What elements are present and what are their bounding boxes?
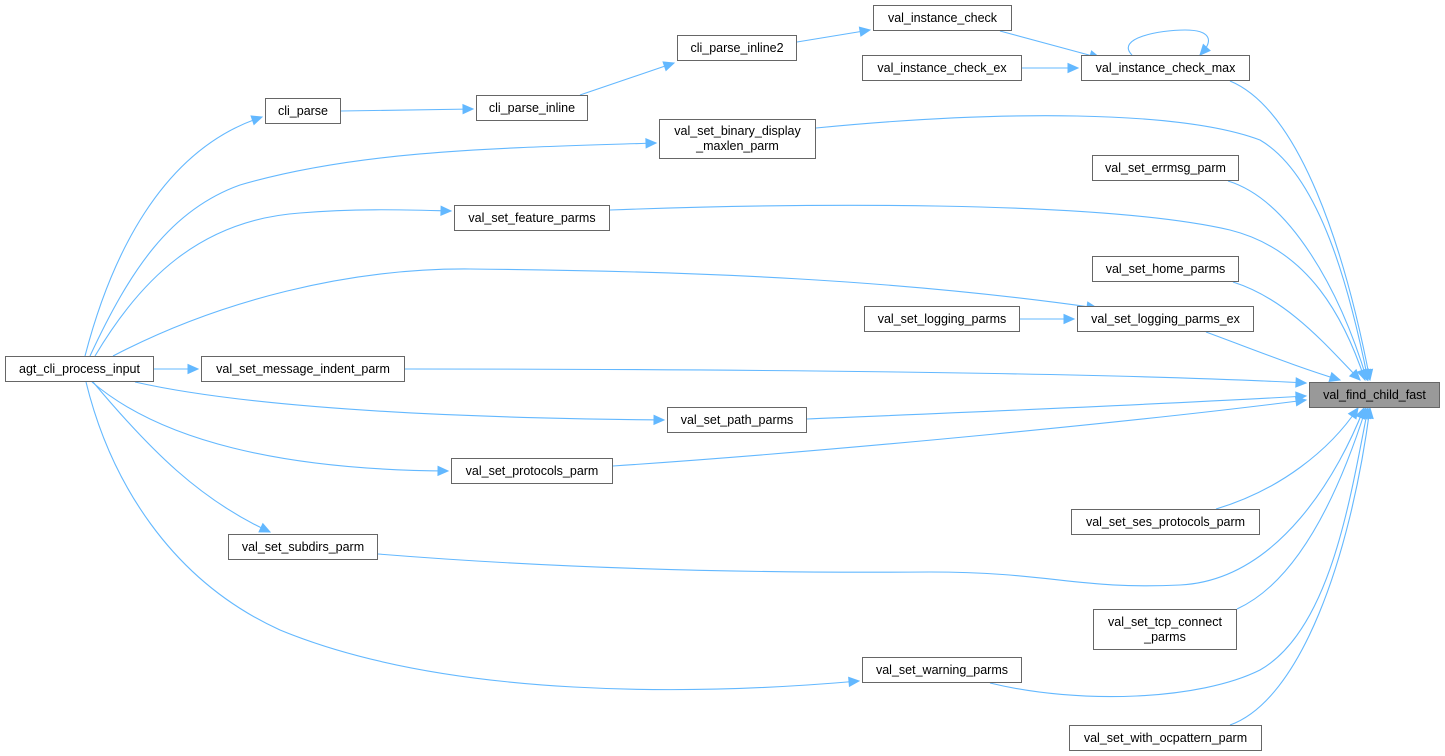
arrowhead-icon — [1347, 406, 1359, 420]
node-cli-parse[interactable]: cli_parse — [265, 98, 341, 124]
arrowhead-icon — [1348, 368, 1361, 381]
edge-val-set-home-parms-to-val-find-child-fast — [1232, 281, 1361, 381]
arrowhead-icon — [645, 138, 658, 149]
arrowhead-icon — [462, 103, 475, 115]
edge-val-set-feature-parms-to-val-find-child-fast — [609, 204, 1366, 381]
edge-cli-parse-inline2-to-val-instance-check — [796, 29, 871, 43]
edge-agt-cli-process-input-to-val-set-subdirs-parm — [92, 381, 271, 533]
arrowhead-icon — [187, 363, 200, 375]
node-val-instance-check-max[interactable]: val_instance_check_max — [1081, 55, 1250, 81]
edge-val-set-warning-parms-to-val-find-child-fast — [989, 407, 1369, 698]
node-val-find-child-fast[interactable]: val_find_child_fast — [1309, 382, 1440, 408]
node-cli-parse-inline[interactable]: cli_parse_inline — [476, 95, 588, 121]
arrowhead-icon — [662, 61, 676, 72]
edge-cli-parse-to-cli-parse-inline — [340, 108, 474, 112]
arrowhead-icon — [1295, 377, 1308, 388]
arrowhead-icon — [848, 676, 861, 688]
edge-val-set-subdirs-parm-to-val-find-child-fast — [377, 407, 1365, 587]
edge-val-set-path-parms-to-val-find-child-fast — [806, 395, 1307, 420]
arrowhead-icon — [653, 414, 666, 426]
edge-agt-cli-process-input-to-val-set-path-parms — [134, 381, 665, 421]
node-val-instance-check-ex[interactable]: val_instance_check_ex — [862, 55, 1022, 81]
edge-val-instance-check-to-val-instance-check-max — [999, 30, 1101, 59]
edge-val-set-logging-parms-ex-to-val-find-child-fast — [1205, 331, 1341, 381]
edge-agt-cli-process-input-to-val-set-binary-display-maxlen-parm — [89, 142, 657, 357]
node-cli-parse-inline2[interactable]: cli_parse_inline2 — [677, 35, 797, 61]
node-val-set-with-ocpattern-parm[interactable]: val_set_with_ocpattern_parm — [1069, 725, 1262, 751]
node-val-set-path-parms[interactable]: val_set_path_parms — [667, 407, 807, 433]
edge-val-instance-check-max-to-val-find-child-fast — [1229, 80, 1371, 381]
arrowhead-icon — [1363, 406, 1374, 420]
edge-val-set-message-indent-parm-to-val-find-child-fast — [404, 368, 1307, 384]
node-val-set-message-indent-parm[interactable]: val_set_message_indent_parm — [201, 356, 405, 382]
edge-val-set-tcp-connect-parms-to-val-find-child-fast — [1236, 407, 1367, 610]
edge-val-set-binary-display-maxlen-parm-to-val-find-child-fast — [815, 115, 1369, 381]
arrowhead-icon — [1328, 371, 1342, 382]
node-val-set-tcp-connect-parms[interactable]: val_set_tcp_connect _parms — [1093, 609, 1237, 650]
node-val-set-subdirs-parm[interactable]: val_set_subdirs_parm — [228, 534, 378, 560]
edge-val-instance-check-max-to-val-instance-check-max — [1128, 29, 1209, 56]
arrowhead-icon — [1294, 396, 1308, 407]
arrowhead-icon — [437, 465, 450, 477]
node-val-set-warning-parms[interactable]: val_set_warning_parms — [862, 657, 1022, 683]
arrowhead-icon — [1356, 368, 1367, 382]
edge-val-set-errmsg-parm-to-val-find-child-fast — [1227, 180, 1368, 381]
edge-val-set-with-ocpattern-parm-to-val-find-child-fast — [1229, 407, 1371, 726]
edge-val-set-ses-protocols-parm-to-val-find-child-fast — [1215, 407, 1359, 510]
node-val-set-logging-parms[interactable]: val_set_logging_parms — [864, 306, 1020, 332]
node-val-set-feature-parms[interactable]: val_set_feature_parms — [454, 205, 610, 231]
node-val-set-protocols-parm[interactable]: val_set_protocols_parm — [451, 458, 613, 484]
edge-agt-cli-process-input-to-cli-parse — [84, 116, 263, 357]
edge-cli-parse-inline-to-cli-parse-inline2 — [579, 62, 675, 96]
node-val-set-ses-protocols-parm[interactable]: val_set_ses_protocols_parm — [1071, 509, 1260, 535]
node-val-set-logging-parms-ex[interactable]: val_set_logging_parms_ex — [1077, 306, 1254, 332]
node-val-set-binary-display-maxlen-parm[interactable]: val_set_binary_display _maxlen_parm — [659, 119, 816, 159]
node-val-set-errmsg-parm[interactable]: val_set_errmsg_parm — [1092, 155, 1239, 181]
node-val-set-home-parms[interactable]: val_set_home_parms — [1092, 256, 1239, 282]
arrowhead-icon — [1067, 62, 1080, 74]
arrowhead-icon — [1063, 313, 1076, 325]
arrowhead-icon — [440, 205, 453, 217]
edge-val-set-protocols-parm-to-val-find-child-fast — [612, 399, 1307, 467]
edge-agt-cli-process-input-to-val-set-warning-parms — [85, 381, 860, 691]
node-val-instance-check[interactable]: val_instance_check — [873, 5, 1012, 31]
arrowhead-icon — [258, 522, 272, 533]
edge-agt-cli-process-input-to-val-set-protocols-parm — [91, 381, 449, 472]
edge-agt-cli-process-input-to-val-set-feature-parms — [94, 209, 452, 357]
node-agt-cli-process-input[interactable]: agt_cli_process_input — [5, 356, 154, 382]
arrowhead-icon — [858, 26, 872, 37]
arrowhead-icon — [250, 115, 264, 126]
edge-agt-cli-process-input-to-val-set-logging-parms-ex — [112, 268, 1098, 357]
arrowhead-icon — [1199, 43, 1211, 56]
